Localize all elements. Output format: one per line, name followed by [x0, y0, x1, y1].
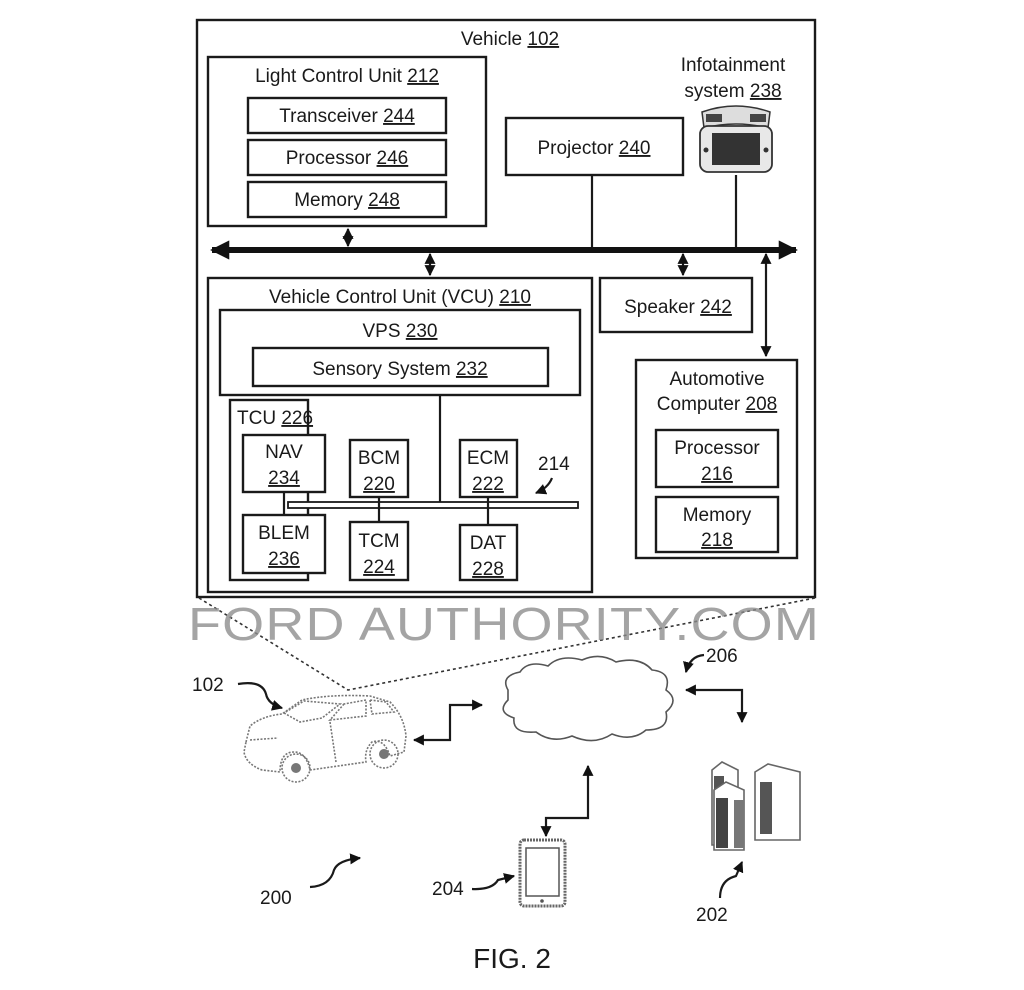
mobile-ref-arrow — [471, 873, 516, 891]
svg-text:220: 220 — [363, 474, 395, 495]
sensory-system-label: Sensory System 232 — [312, 359, 487, 380]
bcm-module: BCM 220 — [348, 438, 410, 499]
infotainment-label-line2: system 238 — [684, 81, 781, 102]
computer-processor-ref: 216 — [701, 464, 733, 485]
watermark: FORD AUTHORITY.COM — [188, 598, 820, 650]
light-control-unit-box — [206, 55, 488, 228]
mobile-device-icon — [518, 838, 567, 908]
sensory-system-box — [251, 346, 550, 388]
svg-text:BCM: BCM — [358, 448, 400, 469]
computer-processor-box — [654, 428, 780, 489]
detail-callout-lines — [198, 597, 816, 691]
ecm-module: ECM 222 — [458, 438, 519, 499]
computer-processor-label: Processor — [674, 438, 760, 459]
computer-memory-label: Memory — [683, 505, 752, 526]
vps-title: VPS 230 — [362, 321, 437, 342]
vcu-title: Vehicle Control Unit (VCU) 210 — [269, 287, 531, 308]
vcu-box — [206, 276, 594, 594]
transceiver-label: Transceiver 244 — [279, 106, 415, 127]
infotainment-label-line1: Infotainment — [681, 55, 786, 76]
svg-text:BLEM: BLEM — [258, 523, 310, 544]
bus-ref-label: 214 — [538, 454, 570, 475]
svg-text:234: 234 — [268, 468, 300, 489]
vehicle-ref-label: 102 — [192, 675, 224, 696]
projector-box — [504, 116, 685, 177]
vehicle-car-icon — [243, 694, 407, 783]
speaker-box — [598, 276, 754, 334]
blem-module: BLEM 236 — [241, 513, 327, 575]
vps-box — [218, 308, 582, 397]
svg-text:DAT: DAT — [470, 533, 507, 554]
figure-label: FIG. 2 — [473, 943, 551, 974]
svg-text:TCM: TCM — [358, 531, 399, 552]
vehicle-box — [195, 18, 817, 599]
cloud-network-icon — [502, 655, 674, 742]
speaker-label: Speaker 242 — [624, 297, 732, 318]
computer-memory-box — [654, 495, 780, 554]
dat-module: DAT 228 — [458, 523, 519, 582]
svg-text:224: 224 — [363, 557, 395, 578]
lcu-processor-box — [246, 138, 448, 177]
system-ref-label: 200 — [260, 888, 292, 909]
vehicle-cloud-link — [412, 699, 484, 746]
projector-label: Projector 240 — [537, 138, 650, 159]
infotainment-display-icon — [699, 105, 773, 173]
lcu-memory-label: Memory 248 — [294, 190, 400, 211]
cloud-ref-label: 206 — [706, 646, 738, 667]
transceiver-box — [246, 96, 448, 135]
cloud-ref-arrow — [683, 653, 705, 674]
vehicle-ref-arrow — [237, 682, 284, 711]
mobile-ref-label: 204 — [432, 879, 464, 900]
svg-text:NAV: NAV — [265, 442, 303, 463]
automotive-computer-title-line2: Computer 208 — [657, 394, 777, 415]
svg-text:228: 228 — [472, 559, 504, 580]
server-ref-arrow — [718, 860, 744, 899]
cloud-server-link — [684, 684, 748, 724]
system-ref-arrow — [309, 853, 362, 889]
automotive-computer-box — [634, 358, 799, 560]
svg-text:ECM: ECM — [467, 448, 509, 469]
server-ref-label: 202 — [696, 905, 728, 926]
tcu-title: TCU 226 — [237, 408, 313, 429]
tcm-module: TCM 224 — [348, 520, 410, 582]
nav-module: NAV 234 — [241, 433, 327, 494]
lcu-memory-box — [246, 180, 448, 219]
computer-memory-ref: 218 — [701, 530, 733, 551]
automotive-computer-title-line1: Automotive — [669, 369, 764, 390]
svg-text:222: 222 — [472, 474, 504, 495]
cloud-mobile-link — [540, 764, 594, 838]
vehicle-title: Vehicle 102 — [461, 29, 559, 50]
svg-text:236: 236 — [268, 549, 300, 570]
internal-bus — [287, 501, 579, 509]
light-control-unit-title: Light Control Unit 212 — [255, 66, 439, 87]
lcu-processor-label: Processor 246 — [286, 148, 409, 169]
server-rack-icon — [711, 761, 801, 851]
bus-ref-arrow — [534, 477, 554, 495]
